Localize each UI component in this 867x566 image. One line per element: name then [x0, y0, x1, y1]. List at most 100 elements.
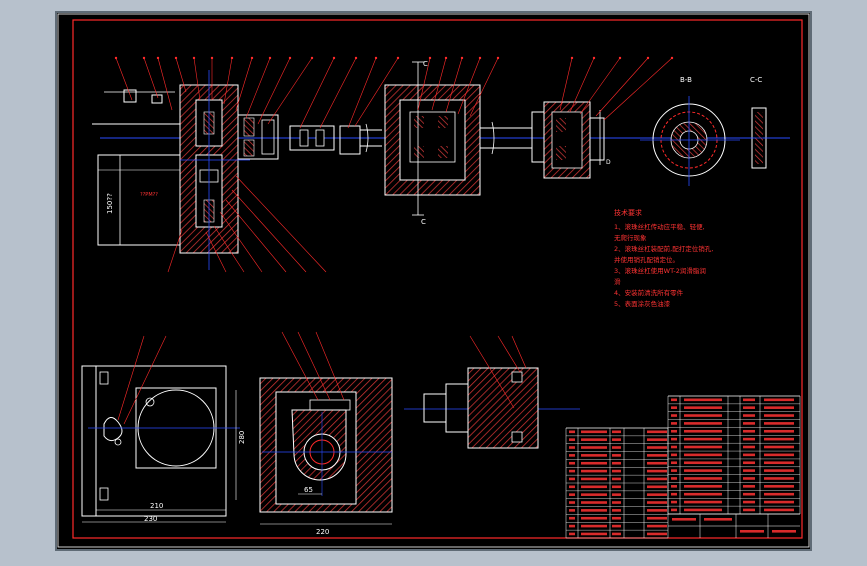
table-cell-mark [684, 429, 722, 433]
table-cell-mark [612, 454, 621, 457]
table-cell-mark [569, 461, 575, 465]
table-cell-mark [612, 430, 621, 434]
table-cell-mark [581, 438, 607, 441]
table-cell-mark [569, 454, 575, 457]
table-cell-mark [671, 461, 677, 465]
table-cell-mark [612, 516, 621, 520]
table-cell-mark [684, 406, 722, 409]
table-cell-mark [569, 509, 575, 512]
table-cell-mark [671, 469, 677, 472]
table-cell-mark [569, 446, 575, 449]
svg-text:D: D [606, 159, 611, 166]
table-cell-mark [581, 509, 607, 512]
table-cell-mark [764, 500, 794, 504]
table-cell-mark [647, 516, 667, 520]
table-cell-mark [647, 501, 667, 504]
table-cell-mark [581, 446, 607, 449]
table-cell-mark [647, 524, 667, 528]
svg-text:C: C [423, 60, 428, 68]
table-cell-mark [684, 485, 722, 488]
table-cell-mark [743, 437, 755, 441]
dim-height-280: 280 [238, 431, 246, 444]
table-cell-mark [684, 508, 722, 512]
technical-requirements: 技术要求 1、滚珠丝杠传动应平稳、轻便, 无爬行现象 2、滚珠丝杠装配前,配打定… [614, 208, 713, 308]
middle-section-view: 65 220 [259, 331, 393, 536]
table-cell-mark [764, 429, 794, 433]
table-cell-mark [704, 518, 732, 521]
motor-dimension: 150?? [106, 193, 114, 214]
main-assembly-view: 150?? ??PM?? [92, 56, 790, 273]
table-cell-mark [743, 429, 755, 433]
table-cell-mark [671, 485, 677, 488]
table-cell-mark [743, 500, 755, 504]
table-cell-mark [764, 406, 794, 409]
table-cell-mark [743, 453, 755, 457]
table-cell-mark [684, 477, 722, 480]
table-cell-mark [647, 430, 667, 434]
table-cell-mark [647, 454, 667, 457]
table-cell-mark [569, 501, 575, 504]
table-cell-mark [569, 524, 575, 528]
table-cell-mark [684, 414, 722, 417]
table-cell-mark [671, 492, 677, 496]
table-cell-mark [684, 437, 722, 441]
tech-line-8: 5、表面涂灰色油漆 [614, 299, 671, 308]
drawing-border [72, 19, 803, 539]
table-cell-mark [671, 429, 677, 433]
table-cell-mark [581, 454, 607, 457]
table-cell-mark [671, 445, 677, 449]
table-cell-mark [764, 437, 794, 441]
tech-line-6: 滑 [614, 277, 621, 286]
table-cell-mark [764, 469, 794, 472]
table-cell-mark [743, 445, 755, 449]
table-cell-mark [764, 422, 794, 425]
table-cell-mark [764, 398, 794, 402]
table-cell-mark [743, 398, 755, 402]
table-cell-mark [569, 532, 575, 536]
table-cell-mark [647, 461, 667, 465]
table-cell-mark [581, 477, 607, 481]
tech-line-2: 无爬行现象 [614, 233, 647, 242]
table-cell-mark [672, 518, 696, 521]
table-cell-mark [612, 485, 621, 489]
table-cell-mark [612, 461, 621, 465]
table-cell-mark [671, 477, 677, 480]
parts-list-table [565, 395, 801, 539]
table-cell-mark [647, 509, 667, 512]
table-cell-mark [612, 524, 621, 528]
table-cell-mark [612, 532, 621, 536]
table-cell-mark [684, 469, 722, 472]
table-cell-mark [581, 469, 607, 473]
table-cell-mark [740, 530, 764, 533]
table-cell-mark [569, 477, 575, 481]
table-cell-mark [743, 492, 755, 496]
svg-text:C: C [421, 218, 426, 226]
table-cell-mark [764, 414, 794, 417]
table-cell-mark [671, 398, 677, 402]
table-cell-mark [684, 461, 722, 465]
table-cell-mark [764, 461, 794, 465]
dim-offset-65: 65 [304, 486, 313, 494]
table-cell-mark [743, 508, 755, 512]
tech-line-1: 1、滚珠丝杠传动应平稳、轻便, [614, 222, 705, 231]
table-cell-mark [569, 516, 575, 520]
table-cell-mark [612, 438, 621, 441]
table-cell-mark [684, 492, 722, 496]
table-cell-mark [764, 453, 794, 457]
table-cell-mark [581, 516, 607, 520]
table-cell-mark [581, 493, 607, 496]
tech-line-4: 并使用销孔配销定位。 [614, 255, 679, 264]
table-cell-mark [743, 414, 755, 417]
table-cell-mark [647, 477, 667, 481]
table-cell-mark [647, 446, 667, 449]
tech-line-3: 2、滚珠丝杠装配前,配打定位销孔, [614, 244, 713, 253]
table-cell-mark [684, 422, 722, 425]
table-cell-mark [581, 501, 607, 504]
table-cell-mark [684, 453, 722, 457]
dim-width-230: 230 [144, 515, 157, 523]
table-cell-mark [569, 430, 575, 434]
tech-line-5: 3、滚珠丝杠使用WT-2润滑脂润 [614, 266, 706, 275]
table-cell-mark [743, 485, 755, 488]
